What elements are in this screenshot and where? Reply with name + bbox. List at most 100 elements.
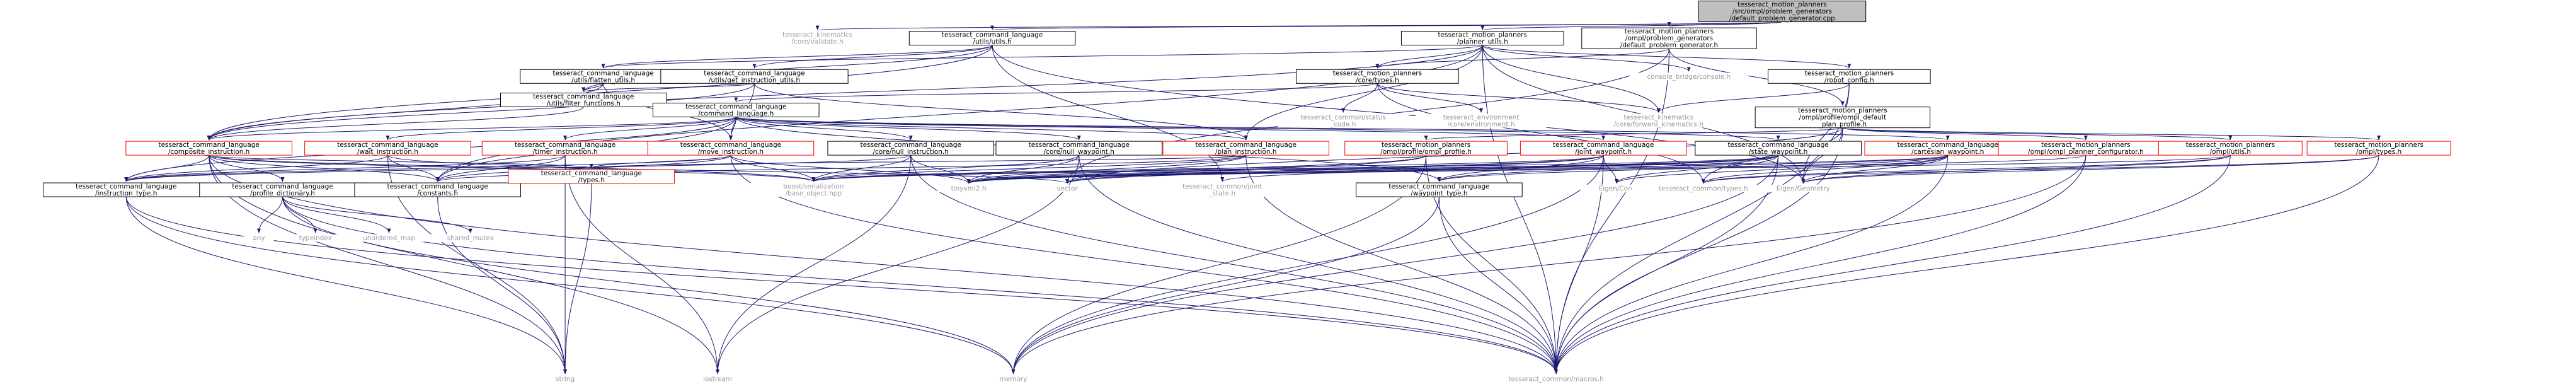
edge-planner_utils-to-fwd_kin bbox=[1482, 45, 1661, 113]
edge-wait-to-boost_ser bbox=[387, 154, 816, 182]
node-label-ompl_pg_h-line-1: /ompl/problem_generators bbox=[1625, 35, 1713, 42]
node-move[interactable]: tesseract_command_language/move_instruct… bbox=[647, 141, 815, 156]
node-label-joint_state-line-0: tesseract_common/joint bbox=[1182, 183, 1262, 190]
node-box-null_wp[interactable] bbox=[995, 141, 1163, 156]
node-label-wait-line-1: /wait_instruction.h bbox=[357, 148, 418, 156]
node-joint_wp[interactable]: tesseract_command_language/joint_waypoin… bbox=[1520, 141, 1687, 156]
node-box-wait[interactable] bbox=[304, 141, 471, 156]
node-label-joint_wp-line-1: /joint_waypoint.h bbox=[1575, 148, 1632, 156]
node-wp_type[interactable]: tesseract_command_language/waypoint_type… bbox=[1356, 182, 1523, 197]
node-wait[interactable]: tesseract_command_language/wait_instruct… bbox=[304, 141, 471, 156]
node-core_types[interactable]: tesseract_motion_planners/core/types.h bbox=[1296, 69, 1459, 84]
node-label-shared_mutex-line-0: shared_mutex bbox=[447, 235, 495, 242]
edge-cmd_lang-to-composite bbox=[207, 117, 736, 141]
node-box-move[interactable] bbox=[647, 141, 815, 156]
edge-null_instr-to-tinyxml bbox=[910, 154, 971, 184]
node-planner_utils[interactable]: tesseract_motion_planners/planner_utils.… bbox=[1400, 31, 1564, 46]
edge-cmd_lang-to-plan_instr bbox=[735, 117, 1248, 141]
node-label-profile_dict-line-1: /profile_dictionary.h bbox=[250, 190, 315, 197]
edge-move-to-tinyxml bbox=[730, 154, 971, 184]
edge-constants-to-string bbox=[437, 197, 568, 374]
node-label-constants-line-0: tesseract_command_language bbox=[387, 183, 488, 190]
node-box-filter[interactable] bbox=[500, 93, 667, 108]
node-composite[interactable]: tesseract_command_language/composite_ins… bbox=[125, 141, 293, 156]
node-label-fwd_kin-line-1: /core/forward_kinematics.h bbox=[1614, 120, 1703, 128]
node-cmd_lang[interactable]: tesseract_command_language/command_langu… bbox=[652, 102, 820, 117]
node-box-composite[interactable] bbox=[125, 141, 293, 156]
node-plan_instr[interactable]: tesseract_command_language/plan_instruct… bbox=[1162, 141, 1330, 156]
node-null_wp[interactable]: tesseract_command_language/core/null_way… bbox=[995, 141, 1163, 156]
edge-ompl_planner_cfg-to-tinyxml bbox=[967, 154, 2087, 184]
node-ompl_profile[interactable]: tesseract_motion_planners/ompl/profile/o… bbox=[1344, 141, 1508, 156]
edge-move-to-boost_ser bbox=[730, 154, 816, 182]
node-box-null_instr[interactable] bbox=[827, 141, 995, 156]
node-unordered_map: unordered_map bbox=[345, 234, 433, 242]
edge-joint_wp-to-boost_ser bbox=[811, 154, 1604, 182]
node-label-move-line-0: tesseract_command_language bbox=[680, 141, 781, 149]
edge-planner_utils-to-macros bbox=[1482, 45, 1559, 374]
node-box-planner_utils[interactable] bbox=[1400, 31, 1564, 46]
edge-ompl_pg_h-to-core_types bbox=[1375, 48, 1670, 69]
node-box-plan_instr[interactable] bbox=[1162, 141, 1330, 156]
node-box-cmd_types[interactable] bbox=[508, 169, 675, 184]
node-box-wp_type[interactable] bbox=[1356, 182, 1523, 197]
node-box-constants[interactable] bbox=[354, 182, 522, 197]
node-null_instr[interactable]: tesseract_command_language/core/null_ins… bbox=[827, 141, 995, 156]
edge-profile_dict-to-unordered_map bbox=[282, 196, 391, 233]
node-box-joint_wp[interactable] bbox=[1520, 141, 1687, 156]
node-box-robot_config[interactable] bbox=[1767, 69, 1931, 84]
node-robot_config[interactable]: tesseract_motion_planners/robot_config.h bbox=[1767, 69, 1931, 84]
node-kin_validate: tesseract_kinematics/core/validate.h bbox=[762, 31, 873, 46]
node-label-typeindex-line-0: typeindex bbox=[299, 235, 332, 242]
edge-core_types-to-environment bbox=[1377, 83, 1484, 113]
node-timer[interactable]: tesseract_command_language/timer_instruc… bbox=[481, 141, 649, 156]
node-fwd_kin: tesseract_kinematics/core/forward_kinema… bbox=[1589, 113, 1727, 128]
node-box-cmd_lang[interactable] bbox=[652, 102, 820, 117]
edge-cmd_lang-to-move bbox=[728, 117, 736, 141]
node-filter[interactable]: tesseract_command_language/utils/filter_… bbox=[500, 93, 667, 108]
edge-cart_wp-to-macros bbox=[1554, 155, 1949, 374]
node-cart_wp[interactable]: tesseract_command_language/cartesian_way… bbox=[1864, 141, 2032, 156]
node-label-planner_utils-line-0: tesseract_motion_planners bbox=[1438, 32, 1527, 39]
node-box-ompl_profile[interactable] bbox=[1344, 141, 1508, 156]
node-ompl_planner_cfg[interactable]: tesseract_motion_planners/ompl/ompl_plan… bbox=[1998, 141, 2174, 156]
node-box-root[interactable] bbox=[1698, 1, 1867, 23]
node-label-ompl_profile-line-0: tesseract_motion_planners bbox=[1382, 141, 1470, 149]
edge-core_types-to-cmd_lang bbox=[734, 83, 1378, 102]
edge-cmd_utils-to-composite bbox=[207, 45, 993, 141]
node-box-ompl_default[interactable] bbox=[1755, 107, 1931, 129]
node-label-root-line-1: /src/ompl/problem_generators bbox=[1732, 8, 1832, 16]
node-state_wp[interactable]: tesseract_command_language/state_waypoin… bbox=[1695, 141, 1862, 156]
node-constants[interactable]: tesseract_command_language/constants.h bbox=[354, 182, 522, 197]
node-ompl_pg_h[interactable]: tesseract_motion_planners/ompl/problem_g… bbox=[1581, 27, 1757, 49]
node-root[interactable]: tesseract_motion_planners/src/ompl/probl… bbox=[1698, 1, 1867, 23]
node-box-state_wp[interactable] bbox=[1695, 141, 1862, 156]
node-profile_dict[interactable]: tesseract_command_language/profile_dicti… bbox=[199, 182, 366, 197]
node-bg-vector bbox=[1042, 184, 1092, 192]
node-box-ompl_pg_h[interactable] bbox=[1581, 27, 1757, 49]
node-environment: tesseract_environment/core/environment.h bbox=[1416, 113, 1547, 128]
node-ompl_default[interactable]: tesseract_motion_planners/ompl/profile/o… bbox=[1755, 107, 1931, 129]
edge-flatten-to-composite bbox=[207, 83, 604, 141]
node-box-cmd_utils[interactable] bbox=[908, 31, 1076, 46]
edge-wait-to-constants bbox=[387, 155, 440, 182]
node-instr_type[interactable]: tesseract_command_language/instruction_t… bbox=[42, 182, 210, 197]
node-flatten[interactable]: tesseract_command_language/utils/flatten… bbox=[520, 69, 687, 84]
edge-ompl_utils-to-common_types bbox=[1702, 154, 2231, 184]
edge-planner_utils-to-core_types bbox=[1375, 45, 1483, 69]
node-label-core_types-line-0: tesseract_motion_planners bbox=[1333, 69, 1422, 77]
node-box-ompl_types[interactable] bbox=[2306, 141, 2451, 156]
node-ompl_types[interactable]: tesseract_motion_planners/ompl/types.h bbox=[2306, 141, 2451, 156]
node-get_instr[interactable]: tesseract_command_language/utils/get_ins… bbox=[660, 69, 849, 84]
node-label-constants-line-1: /constants.h bbox=[417, 190, 458, 197]
node-box-get_instr[interactable] bbox=[660, 69, 849, 84]
node-cmd_utils[interactable]: tesseract_command_language/utils/utils.h bbox=[908, 31, 1076, 46]
edge-instr_type-to-macros bbox=[125, 197, 1558, 374]
edge-null_wp-to-iostream bbox=[716, 155, 1080, 374]
node-box-ompl_utils[interactable] bbox=[2158, 141, 2303, 156]
node-cmd_types[interactable]: tesseract_command_language/types.h bbox=[508, 169, 675, 184]
node-box-core_types[interactable] bbox=[1296, 69, 1459, 84]
node-ompl_utils[interactable]: tesseract_motion_planners/ompl/utils.h bbox=[2158, 141, 2303, 156]
edge-ompl_default-to-common_types bbox=[1701, 127, 1843, 183]
